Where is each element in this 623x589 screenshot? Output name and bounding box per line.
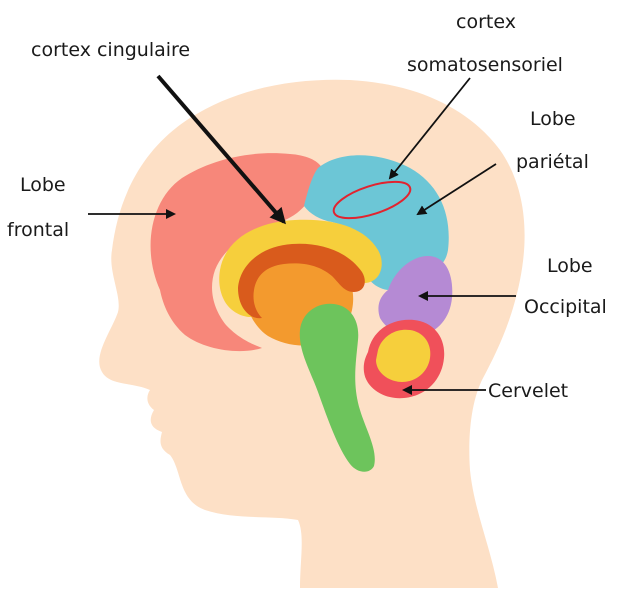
label-parietal-line2: pariétal [516, 151, 589, 173]
label-frontal-line1: Lobe [20, 174, 66, 196]
label-cingulate: cortex cingulaire [31, 39, 190, 61]
label-somatosensory-line1: cortex [456, 11, 516, 33]
label-cerebellum: Cervelet [488, 380, 568, 402]
label-somatosensory-line2: somatosensoriel [407, 54, 563, 76]
label-frontal-line2: frontal [7, 219, 69, 241]
label-parietal-line1: Lobe [530, 108, 576, 130]
label-occipital-line2: Occipital [524, 296, 607, 318]
label-occipital-line1: Lobe [547, 255, 593, 277]
